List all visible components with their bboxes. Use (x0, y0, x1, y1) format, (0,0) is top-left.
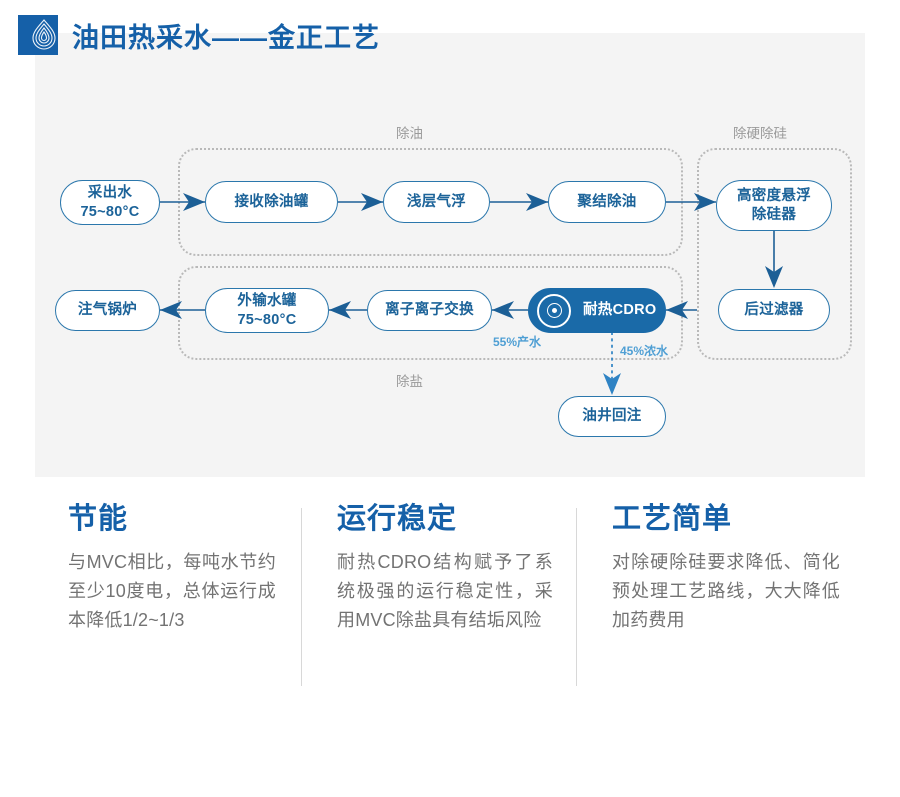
node-high-density-desilication[interactable]: 高密度悬浮 除硅器 (716, 180, 832, 231)
page-title: 油田热采水——金正工艺 (72, 22, 380, 53)
feature-columns: 节能 与MVC相比，每吨水节约至少10度电，总体运行成本降低1/2~1/3 运行… (0, 503, 900, 686)
node-well-reinjection[interactable]: 油井回注 (558, 396, 666, 437)
node-heat-resistant-cdro-label: 耐热CDRO (583, 302, 657, 319)
node-heat-resistant-cdro[interactable]: 耐热CDRO (528, 288, 666, 333)
feature-simple-process: 工艺简单 对除硬除硅要求降低、简化预处理工艺路线，大大降低加药费用 (577, 505, 900, 635)
feature-title: 工艺简单 (612, 503, 733, 535)
column-divider (576, 508, 577, 686)
feature-body: 对除硬除硅要求降低、简化预处理工艺路线，大大降低加药费用 (612, 552, 840, 631)
page-header: 油田热采水——金正工艺 (18, 15, 380, 55)
node-source[interactable]: 采出水 75~80°C (60, 180, 160, 225)
group-label-deoiling: 除油 (396, 126, 423, 141)
column-divider (301, 508, 302, 686)
feature-energy-saving: 节能 与MVC相比，每吨水节约至少10度电，总体运行成本降低1/2~1/3 (0, 503, 302, 686)
group-label-hardness-silica: 除硬除硅 (733, 126, 787, 141)
group-label-desalination: 除盐 (396, 374, 423, 389)
flow-label-concentrate: 45%浓水 (620, 344, 669, 358)
feature-body: 耐热CDRO结构赋予了系统极强的运行稳定性，采用MVC除盐具有结垢风险 (337, 552, 553, 631)
feature-body: 与MVC相比，每吨水节约至少10度电，总体运行成本降低1/2~1/3 (68, 552, 276, 631)
cdro-ring-icon (537, 293, 571, 328)
feature-stable-operation: 运行稳定 耐热CDRO结构赋予了系统极强的运行稳定性，采用MVC除盐具有结垢风险 (302, 503, 577, 686)
feature-title: 运行稳定 (337, 503, 458, 535)
node-receiving-deoiling-tank[interactable]: 接收除油罐 (205, 181, 338, 223)
water-drop-ripple-logo-icon (18, 15, 58, 55)
node-ion-exchange[interactable]: 离子离子交换 (367, 290, 492, 331)
flow-label-permeate: 55%产水 (493, 335, 542, 349)
node-steam-injection-boiler[interactable]: 注气锅炉 (55, 290, 160, 331)
node-shallow-air-flotation[interactable]: 浅层气浮 (383, 181, 490, 223)
feature-title: 节能 (68, 503, 129, 535)
node-export-water-tank[interactable]: 外输水罐 75~80°C (205, 288, 329, 333)
group-box-hardness-silica (697, 148, 852, 360)
node-coalescing-deoiling[interactable]: 聚结除油 (548, 181, 666, 223)
node-post-filter[interactable]: 后过滤器 (718, 289, 830, 331)
